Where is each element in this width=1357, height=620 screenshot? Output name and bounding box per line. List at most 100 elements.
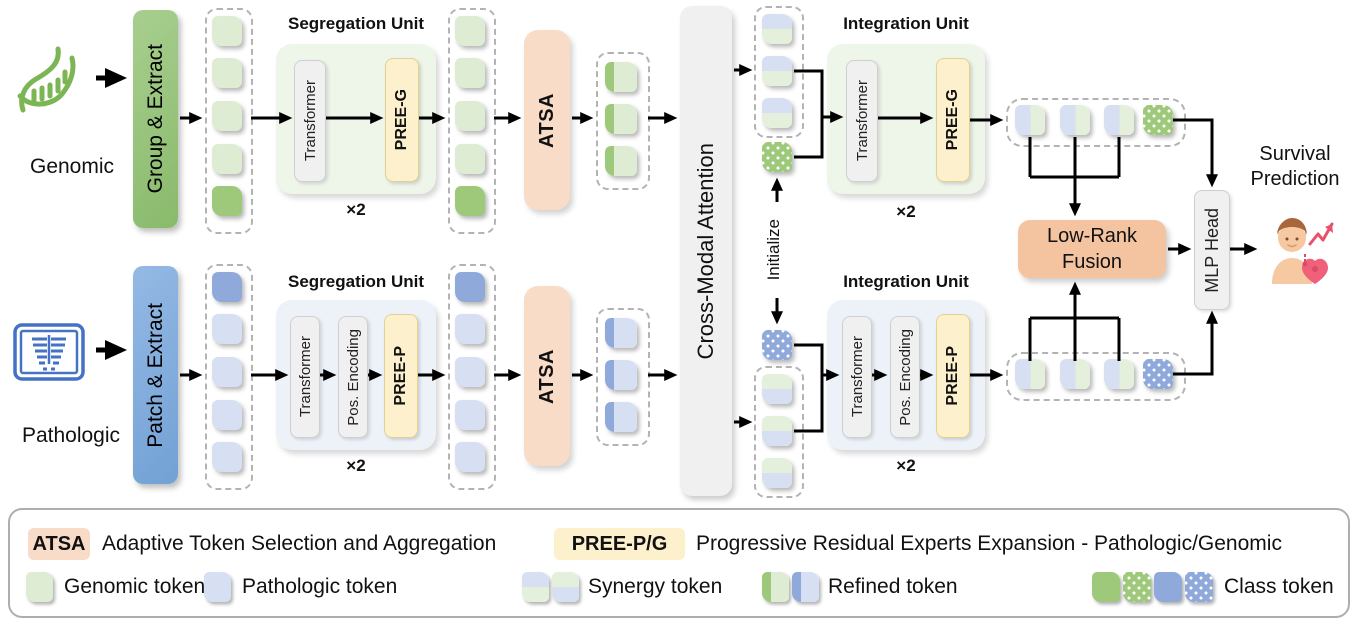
- pos-encoding-box: Pos. Encoding: [890, 316, 920, 438]
- patch-extract-box: Patch & Extract: [133, 266, 178, 484]
- genomic-class-token: [1143, 105, 1173, 135]
- repeat-label: ×2: [896, 456, 916, 475]
- synergy-token: [1015, 359, 1045, 389]
- refined-token-swatch: [792, 572, 819, 602]
- class-token-swatch: [1154, 572, 1182, 602]
- synergy-token: [1060, 359, 1090, 389]
- synergy-token: [762, 458, 792, 488]
- genomic-token: [212, 16, 242, 46]
- survival-prediction-label: Survival Prediction: [1250, 143, 1340, 190]
- integration-unit-title-genomic: Integration Unit: [843, 14, 969, 33]
- synergy-token-swatch: [522, 572, 549, 602]
- synergy-token: [1104, 359, 1134, 389]
- atsa-box-pathologic: ATSA: [524, 286, 570, 466]
- synergy-token: [1015, 105, 1045, 135]
- pathologic-token: [455, 400, 485, 430]
- pathologic-token: [212, 357, 242, 387]
- pree-legend-badge: PREE-P/G: [554, 528, 685, 560]
- pathologic-token-column-2: [448, 264, 496, 490]
- pree-g-box: PREE-G: [385, 58, 419, 182]
- class-token-label: Class token: [1224, 575, 1334, 598]
- synergy-token: [1060, 105, 1090, 135]
- genomic-token-swatch: [26, 572, 53, 602]
- class-token-swatch: [1185, 572, 1213, 602]
- pathologic-token: [455, 357, 485, 387]
- repeat-label: ×2: [896, 202, 916, 221]
- refined-pathologic-token: [605, 402, 637, 432]
- pree-g-box: PREE-G: [936, 58, 970, 182]
- refined-genomic-token: [605, 104, 637, 134]
- pathologic-token: [212, 400, 242, 430]
- pos-encoding-box: Pos. Encoding: [338, 316, 368, 438]
- atsa-legend-text: Adaptive Token Selection and Aggregation: [102, 532, 497, 555]
- pathologic-modality-label: Pathologic: [21, 424, 121, 447]
- pathology-slide-icon: [13, 323, 85, 381]
- refined-genomic-token: [605, 146, 637, 176]
- genomic-token: [455, 144, 485, 174]
- pathologic-token-column-1: [205, 264, 253, 490]
- synergy-token-swatch: [552, 572, 579, 602]
- pathologic-token: [455, 314, 485, 344]
- genomic-token-label: Genomic token: [64, 575, 206, 598]
- refined-pathologic-token: [605, 318, 637, 348]
- low-rank-fusion-box: Low-Rank Fusion: [1018, 220, 1166, 278]
- synergy-token: [762, 416, 792, 446]
- refined-genomic-column: [596, 52, 650, 190]
- synergy-token: [762, 374, 792, 404]
- genomic-token: [212, 144, 242, 174]
- refined-pathologic-token: [605, 360, 637, 390]
- transformer-box: Transformer: [842, 316, 872, 438]
- genomic-token-selected: [455, 186, 485, 216]
- genomic-token-selected: [212, 186, 242, 216]
- segregation-unit-title-genomic: Segregation Unit: [287, 14, 424, 33]
- genomic-token-column-2: [448, 8, 496, 234]
- pathologic-token-selected: [455, 272, 485, 302]
- synergy-token-label: Synergy token: [588, 575, 723, 598]
- mlp-head-box: MLP Head: [1194, 190, 1230, 310]
- segregation-unit-title-pathologic: Segregation Unit: [287, 272, 424, 291]
- synergy-token: [762, 14, 792, 44]
- atsa-legend-badge: ATSA: [28, 528, 90, 560]
- refined-pathologic-column: [596, 308, 650, 446]
- synergy-token: [762, 56, 792, 86]
- pree-p-box: PREE-P: [384, 314, 418, 438]
- genomic-token-column-1: [205, 8, 253, 234]
- repeat-label: ×2: [346, 200, 366, 219]
- repeat-label: ×2: [346, 456, 366, 475]
- refined-token-swatch: [762, 572, 789, 602]
- class-token-swatch: [1123, 572, 1151, 602]
- genomic-token: [212, 101, 242, 131]
- transformer-box: Transformer: [290, 316, 320, 438]
- pree-p-box: PREE-P: [936, 314, 970, 438]
- integration-unit-title-pathologic: Integration Unit: [843, 272, 969, 291]
- refined-genomic-token: [605, 62, 637, 92]
- cross-modal-attention-box: Cross-Modal Attention: [680, 6, 732, 496]
- class-token-swatch: [1092, 572, 1120, 602]
- atsa-box-genomic: ATSA: [524, 30, 570, 210]
- pathologic-token-label: Pathologic token: [242, 575, 398, 598]
- genomic-token: [212, 58, 242, 88]
- group-extract-box: Group & Extract: [133, 10, 178, 228]
- dna-icon: [17, 46, 76, 113]
- refined-token-label: Refined token: [828, 575, 958, 598]
- pathologic-token-swatch: [204, 572, 231, 602]
- synergy-token: [1104, 105, 1134, 135]
- genomic-token: [455, 101, 485, 131]
- pathologic-token-selected: [212, 272, 242, 302]
- transformer-box: Transformer: [294, 60, 326, 182]
- pathologic-token: [212, 314, 242, 344]
- initialize-label: Initialize: [764, 219, 783, 281]
- pathologic-token: [212, 442, 242, 472]
- pathologic-class-token: [762, 330, 792, 360]
- genomic-token: [455, 16, 485, 46]
- pree-legend-text: Progressive Residual Experts Expansion -…: [696, 532, 1282, 555]
- pathologic-class-token: [1143, 359, 1173, 389]
- genomic-modality-label: Genomic: [29, 155, 115, 178]
- pathologic-token: [455, 442, 485, 472]
- genomic-token: [455, 58, 485, 88]
- legend-panel: ATSA Adaptive Token Selection and Aggreg…: [8, 508, 1350, 618]
- patient-survival-icon: [1272, 218, 1334, 284]
- genomic-class-token: [762, 142, 792, 172]
- transformer-box: Transformer: [846, 60, 878, 182]
